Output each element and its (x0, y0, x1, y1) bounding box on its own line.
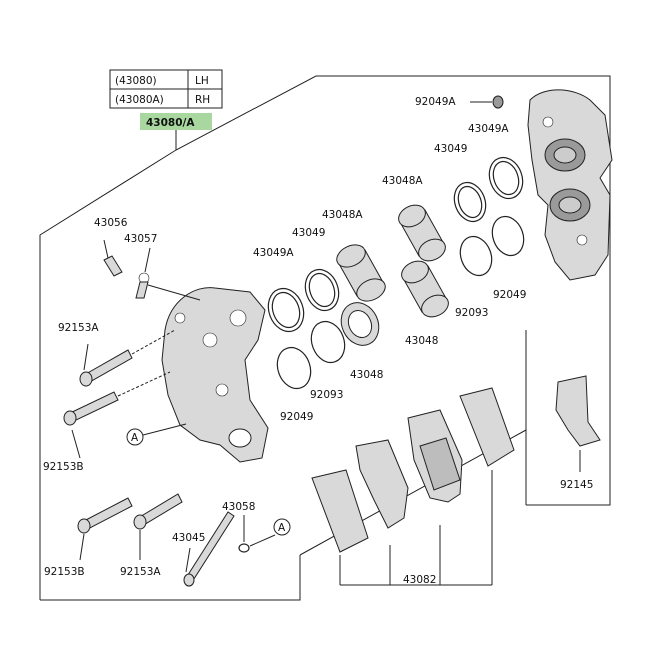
label-43057: 43057 (124, 233, 157, 245)
label-43048-left: 43048 (350, 369, 383, 381)
bleeder-cap-92049a (492, 95, 504, 109)
table-row-2-side: RH (195, 94, 210, 106)
label-43049a-top: 43049A (468, 123, 509, 135)
label-43082: 43082 (403, 574, 436, 586)
label-92153a-bottom: 92153A (120, 566, 161, 578)
label-43045: 43045 (172, 532, 205, 544)
bolt-92153b-upper (63, 371, 171, 459)
pin-clip-43058 (238, 515, 276, 553)
label-92093-right: 92093 (455, 307, 488, 319)
caliper-right-half (527, 89, 613, 281)
pad-spring-92145 (555, 375, 601, 472)
label-43049-top: 43049 (434, 143, 467, 155)
assembly-number-highlight (140, 113, 212, 130)
perspective-frame (39, 75, 611, 601)
svg-text:A: A (278, 522, 286, 534)
bleeder-valve-43056 (103, 239, 123, 277)
bolt-92153b-lower (77, 497, 133, 561)
label-43048-right: 43048 (405, 335, 438, 347)
part-labels: 92049A 43049A 43049 43048A 43048A 43049 … (43, 96, 593, 586)
callout-a-right: A (273, 518, 291, 536)
brake-pad-right (407, 409, 463, 503)
label-43049-left: 43049 (292, 227, 325, 239)
label-43049a-left: 43049A (253, 247, 294, 259)
label-92153b-top: 92153B (43, 461, 84, 473)
table-row-2-part: (43080A) (115, 94, 164, 106)
label-92049-right: 92049 (493, 289, 526, 301)
svg-text:A: A (131, 432, 139, 444)
bolt-92153a-lower (133, 493, 183, 560)
label-43058: 43058 (222, 501, 255, 513)
label-43048a-left: 43048A (322, 209, 363, 221)
reference-table: (43080) LH (43080A) RH 43080/A (109, 69, 223, 150)
label-92093-left: 92093 (310, 389, 343, 401)
pad-shim-right (459, 387, 515, 467)
label-43048a-right: 43048A (382, 175, 423, 187)
label-92049-left: 92049 (280, 411, 313, 423)
left-seals-and-pistons (267, 244, 386, 390)
brake-pad-left (355, 439, 409, 529)
label-92153b-bottom: 92153B (44, 566, 85, 578)
pad-pin-43045 (183, 511, 235, 587)
assembly-number: 43080/A (146, 117, 195, 129)
fitting-43057 (135, 247, 201, 301)
caliper-left-half (161, 287, 269, 463)
upper-seals-and-pistons (398, 156, 525, 318)
bolt-92153a-upper (79, 329, 176, 387)
label-92153a-top: 92153A (58, 322, 99, 334)
pad-bracket-43082 (339, 470, 493, 586)
pad-shim-left (311, 469, 369, 553)
label-43056: 43056 (94, 217, 128, 229)
table-row-1-side: LH (195, 75, 209, 87)
callout-a-left: A (126, 423, 187, 446)
label-92049a: 92049A (415, 96, 456, 108)
label-92145: 92145 (560, 479, 593, 491)
table-row-1-part: (43080) (115, 75, 157, 87)
